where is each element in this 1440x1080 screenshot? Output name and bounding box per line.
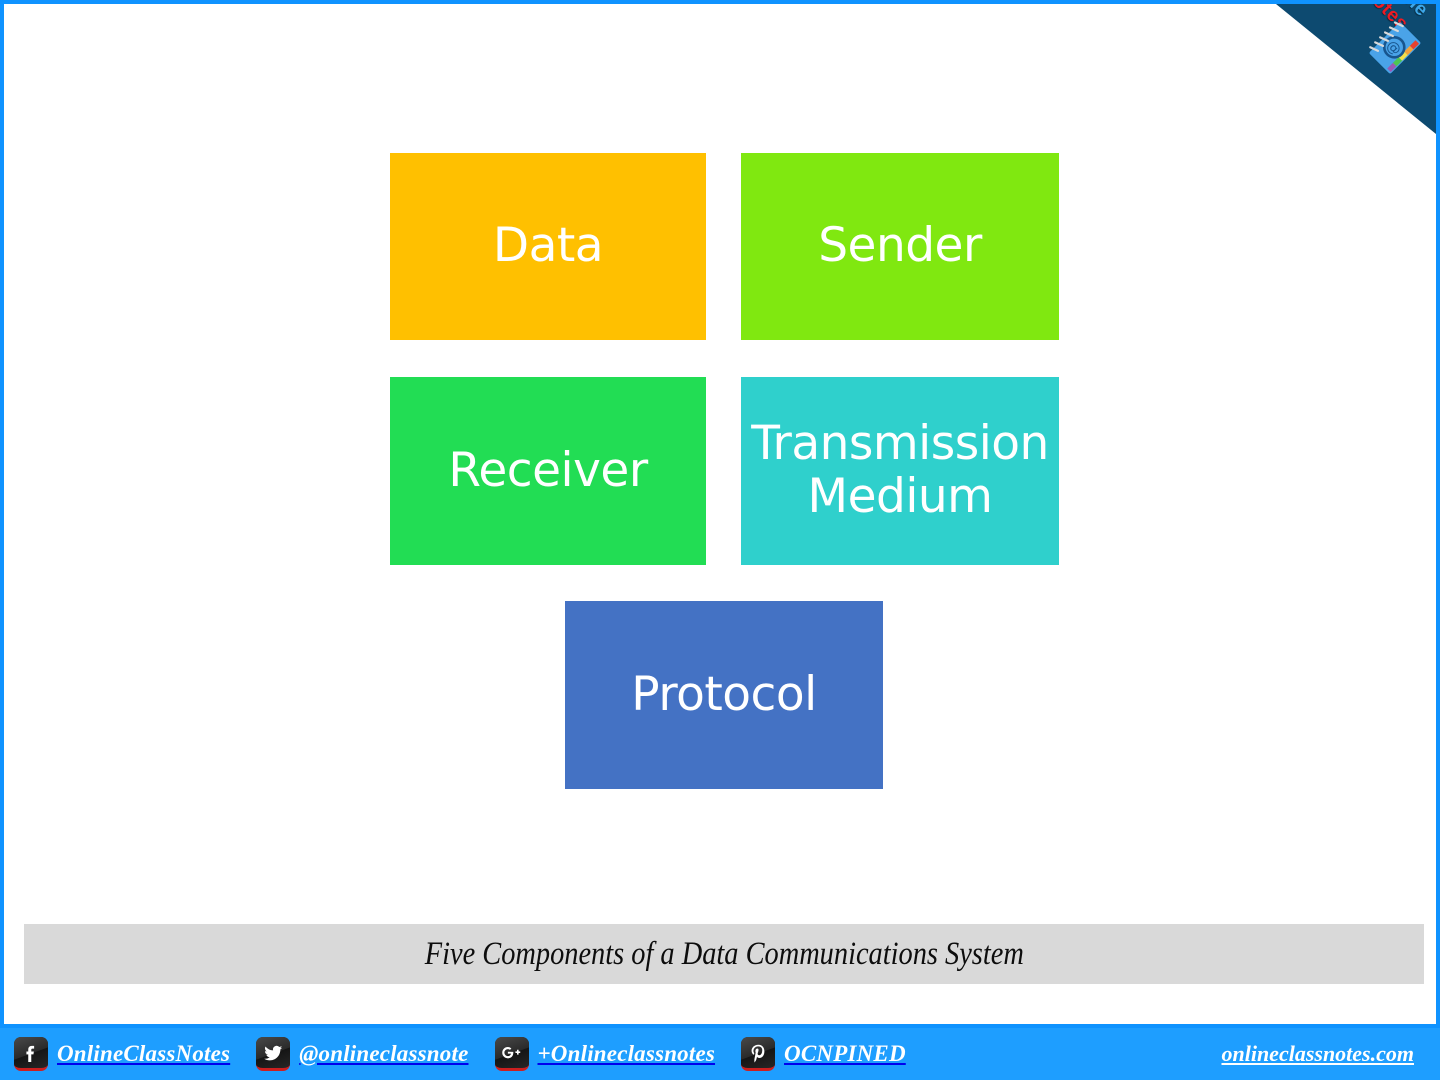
social-label-googleplus: +Onlineclassnotes: [537, 1041, 716, 1066]
caption-bar: Five Components of a Data Communications…: [24, 924, 1424, 984]
social-link-facebook[interactable]: OnlineClassNotes: [14, 1037, 230, 1071]
component-box-receiver[interactable]: Receiver: [390, 377, 706, 565]
component-label-line1: Transmission: [751, 416, 1049, 472]
notebook-icon: @: [1369, 21, 1421, 74]
social-link-googleplus[interactable]: +Onlineclassnotes: [494, 1037, 716, 1071]
social-label-twitter: @onlineclassnote: [299, 1041, 469, 1066]
pinterest-icon: [741, 1037, 776, 1071]
component-box-data[interactable]: Data: [390, 153, 706, 340]
social-bar: OnlineClassNotes @onlineclassnote +Onlin…: [0, 1028, 1440, 1080]
social-label-pinterest: OCNPINED: [784, 1041, 906, 1066]
social-link-twitter[interactable]: @onlineclassnote: [256, 1037, 468, 1071]
social-label-facebook: OnlineClassNotes: [57, 1041, 231, 1066]
ribbon-text-classnotes: Class Notes: [1316, 4, 1412, 36]
component-box-transmission-medium[interactable]: Transmission Medium: [741, 377, 1059, 565]
ribbon-wedge: [1276, 4, 1436, 134]
twitter-icon: [256, 1037, 291, 1071]
component-label-sender: Sender: [818, 218, 982, 274]
component-box-sender[interactable]: Sender: [741, 153, 1059, 340]
component-label-transmission-medium: Transmission Medium: [751, 418, 1049, 523]
slide-canvas: Data Sender Receiver Transmission Medium…: [0, 0, 1440, 1028]
googleplus-icon: [494, 1037, 529, 1071]
component-box-protocol[interactable]: Protocol: [565, 601, 883, 789]
component-label-line2: Medium: [807, 469, 993, 524]
ribbon-text-online: Online: [1373, 4, 1432, 22]
site-logo-ribbon: Online Class Notes @: [1276, 4, 1436, 134]
caption-text: Five Components of a Data Communications…: [424, 935, 1024, 972]
component-label-receiver: Receiver: [448, 442, 648, 498]
component-label-protocol: Protocol: [631, 666, 817, 722]
svg-text:@: @: [1383, 37, 1404, 58]
website-link[interactable]: onlineclassnotes.com: [1221, 1041, 1414, 1066]
social-link-pinterest[interactable]: OCNPINED: [741, 1037, 906, 1071]
facebook-icon: [14, 1037, 48, 1071]
component-label-data: Data: [492, 218, 604, 274]
